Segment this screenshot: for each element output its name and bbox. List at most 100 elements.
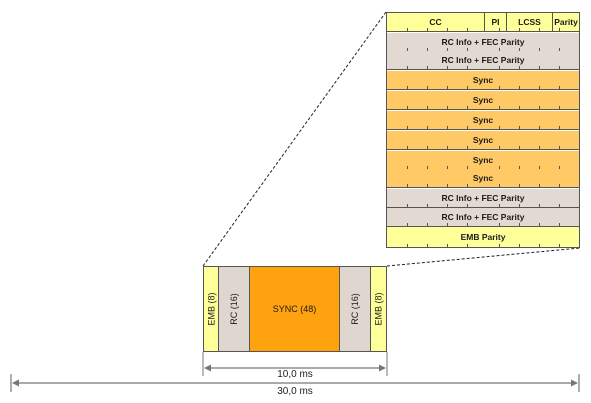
row-tick-mark (519, 204, 520, 207)
row-tick-mark (427, 184, 428, 187)
row-tick-mark (427, 86, 428, 89)
row-tick-mark (519, 126, 520, 129)
row-tick-mark (519, 66, 520, 69)
row-tick-mark (467, 106, 468, 109)
detail-row: RC Info + FEC Parity (387, 51, 579, 70)
row-tick-mark (519, 28, 520, 31)
pi-field: PI (485, 13, 507, 31)
row-tick-mark (427, 244, 428, 247)
row-tick-mark (467, 166, 468, 169)
burst-block: EMB (8) RC (16) SYNC (48) RC (16) EMB (8… (203, 266, 387, 352)
row-tick-mark (559, 166, 560, 169)
row-tick-mark (447, 244, 448, 247)
row-tick-mark (519, 244, 520, 247)
row-tick-mark (499, 244, 500, 247)
row-tick-mark (539, 244, 540, 247)
row-tick-mark (499, 86, 500, 89)
row-tick-mark (559, 244, 560, 247)
row-tick-mark (427, 48, 428, 51)
pi-label: PI (491, 17, 500, 27)
rc-segment-right: RC (16) (340, 267, 371, 351)
row-tick-mark (467, 204, 468, 207)
row-tick-mark (539, 184, 540, 187)
row-tick-mark (539, 106, 540, 109)
row-tick-mark (559, 66, 560, 69)
row-tick-mark (539, 66, 540, 69)
emb-parity-label: EMB Parity (460, 232, 506, 242)
row-tick-mark (427, 223, 428, 226)
detail-row: RC Info + FEC Parity (387, 33, 579, 52)
detail-row: Sync (387, 151, 579, 170)
row-tick-mark (559, 204, 560, 207)
row-tick-mark (539, 146, 540, 149)
row-tick-mark (559, 28, 560, 31)
row-tick-mark (447, 86, 448, 89)
parity-label: Parity (554, 17, 578, 27)
row-tick-mark (467, 146, 468, 149)
row-tick-mark (407, 126, 408, 129)
row-tick-mark (407, 28, 408, 31)
detail-row-label: RC Info + FEC Parity (441, 212, 525, 222)
row-tick-mark (559, 223, 560, 226)
row-tick-mark (427, 126, 428, 129)
row-tick-mark (539, 48, 540, 51)
row-tick-mark (407, 166, 408, 169)
detail-row-label: Sync (472, 115, 494, 125)
frame-arrow-right (571, 379, 578, 387)
row-tick-mark (447, 48, 448, 51)
row-tick-mark (467, 126, 468, 129)
emb-label-right: EMB (8) (373, 292, 384, 326)
burst-detail-table: CC PI LCSS Parity RC Info + FEC Parity R… (386, 12, 580, 248)
row-tick-mark (539, 204, 540, 207)
row-tick-mark (539, 86, 540, 89)
row-tick-mark (407, 66, 408, 69)
row-tick-mark (519, 166, 520, 169)
row-tick-mark (519, 48, 520, 51)
cc-field: CC (387, 13, 485, 31)
row-tick-mark (519, 223, 520, 226)
detail-row-label: Sync (472, 155, 494, 165)
row-tick-mark (407, 204, 408, 207)
detail-row-label: RC Info + FEC Parity (441, 55, 525, 65)
emb-segment-right: EMB (8) (371, 267, 386, 351)
row-tick-mark (539, 166, 540, 169)
row-tick-mark (559, 184, 560, 187)
row-tick-mark (407, 184, 408, 187)
lcss-field: LCSS (507, 13, 553, 31)
detail-row: Sync (387, 169, 579, 188)
row-tick-mark (559, 126, 560, 129)
row-tick-mark (499, 223, 500, 226)
row-tick-mark (447, 146, 448, 149)
row-tick-mark (499, 126, 500, 129)
row-tick-mark (499, 66, 500, 69)
row-tick-mark (427, 204, 428, 207)
row-tick-mark (499, 146, 500, 149)
detail-row-label: RC Info + FEC Parity (441, 193, 525, 203)
detail-row-label: Sync (472, 75, 494, 85)
sync-segment: SYNC (48) (250, 267, 340, 351)
cc-label: CC (429, 17, 442, 27)
row-tick-mark (519, 86, 520, 89)
row-tick-mark (447, 28, 448, 31)
row-tick-mark (447, 184, 448, 187)
zoom-line-right (386, 247, 581, 267)
frame-arrow-left (12, 379, 19, 387)
row-tick-mark (407, 146, 408, 149)
row-tick-mark (559, 146, 560, 149)
rc-label-left: RC (16) (229, 293, 240, 325)
rc-segment-left: RC (16) (219, 267, 250, 351)
row-tick-mark (407, 48, 408, 51)
parity-field: Parity (553, 13, 579, 31)
row-tick-mark (407, 106, 408, 109)
row-tick-mark (539, 28, 540, 31)
detail-row: Sync (387, 71, 579, 90)
rc-label-right: RC (16) (350, 293, 361, 325)
detail-row-label: Sync (472, 135, 494, 145)
row-tick-mark (467, 244, 468, 247)
row-tick-mark (407, 223, 408, 226)
row-tick-mark (467, 184, 468, 187)
burst-arrow-left (204, 364, 211, 372)
burst-duration-label: 10,0 ms (277, 369, 313, 380)
row-tick-mark (427, 146, 428, 149)
detail-row-label: RC Info + FEC Parity (441, 37, 525, 47)
